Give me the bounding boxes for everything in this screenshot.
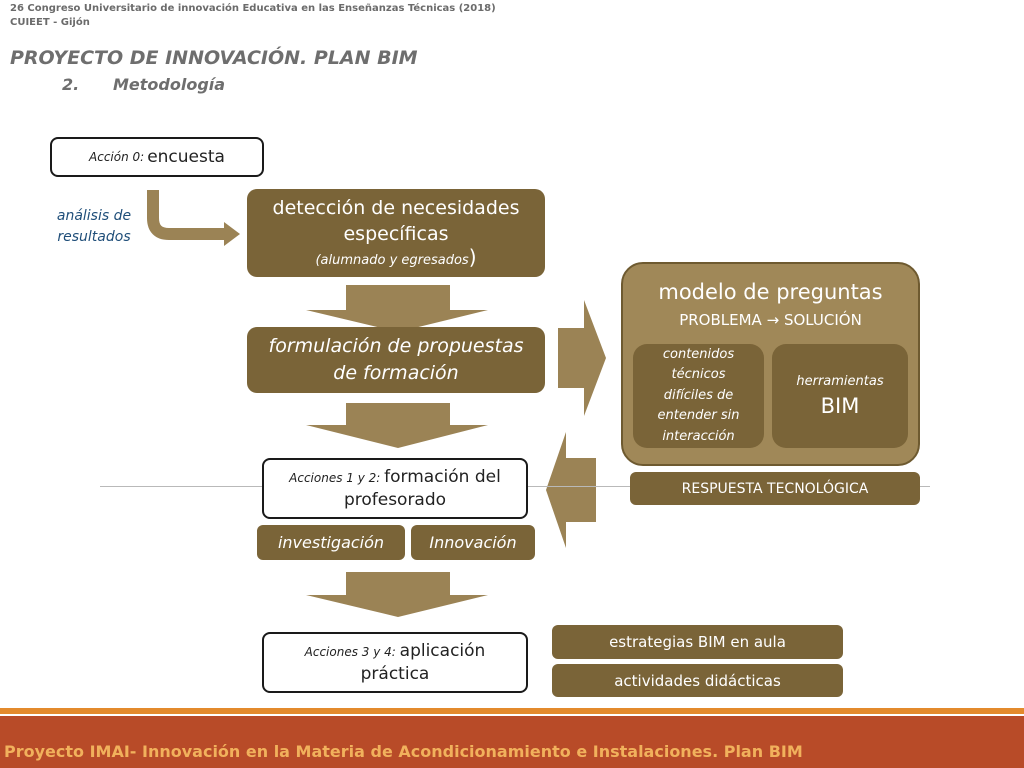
model-subtitle-left: PROBLEMA xyxy=(679,311,762,329)
analysis-line-1: análisis de xyxy=(56,208,132,224)
acciones-1-2-main-2: profesorado xyxy=(343,490,447,510)
formulacion-box: formulación de propuestas de formación xyxy=(247,327,545,393)
estrategias-box: estrategias BIM en aula xyxy=(552,625,843,659)
herramientas-box: herramientas BIM xyxy=(772,344,908,448)
right-arrow xyxy=(558,300,606,416)
model-title: modelo de preguntas xyxy=(658,280,883,304)
left-arrow xyxy=(546,432,596,548)
model-subtitle-right: SOLUCIÓN xyxy=(783,311,862,329)
model-subtitle: PROBLEMA → SOLUCIÓN xyxy=(623,311,918,329)
actividades-box: actividades didácticas xyxy=(552,664,843,697)
acciones-1-2-line-1: Acciones 1 y 2: formación del xyxy=(289,466,501,489)
footer-accent-line xyxy=(0,708,1024,714)
arrow-right-icon: → xyxy=(766,311,780,329)
contenidos-line-3: difíciles de xyxy=(663,387,734,403)
deteccion-sub: (alumnado y egresados) xyxy=(315,247,476,271)
section-number: 2. xyxy=(62,75,80,94)
formulacion-line-2: de formación xyxy=(333,362,459,384)
curved-arrow-head xyxy=(224,222,240,246)
herramientas-label: herramientas xyxy=(796,374,884,389)
formulacion-line-1: formulación de propuestas xyxy=(268,335,524,357)
acciones-1-2-box: Acciones 1 y 2: formación del profesorad… xyxy=(262,458,528,519)
page-title: PROYECTO DE INNOVACIÓN. PLAN BIM xyxy=(10,47,418,69)
contenidos-line-2: técnicos xyxy=(671,367,726,383)
contenidos-box: contenidos técnicos difíciles de entende… xyxy=(633,344,764,448)
acciones-1-2-main-1: formación del xyxy=(384,467,501,487)
analysis-line-2: resultados xyxy=(57,229,131,245)
contenidos-line-5: interacción xyxy=(662,428,735,444)
down-arrow-1 xyxy=(306,285,488,332)
deteccion-line-1: detección de necesidades xyxy=(272,197,520,219)
section-title: Metodología xyxy=(113,75,226,94)
respuesta-tecnologica-box: RESPUESTA TECNOLÓGICA xyxy=(630,472,920,505)
accion-0-box: Acción 0: encuesta xyxy=(50,137,264,177)
deteccion-box: detección de necesidades específicas (al… xyxy=(247,189,545,277)
contenidos-line-4: entender sin xyxy=(657,408,740,424)
acciones-1-2-prefix: Acciones 1 y 2: xyxy=(289,471,385,485)
down-arrow-3 xyxy=(306,572,488,617)
footer-bar xyxy=(0,716,1024,768)
down-arrow-2 xyxy=(306,403,488,448)
analysis-label: análisis de resultados xyxy=(44,206,144,248)
acciones-3-4-line-1: Acciones 3 y 4: aplicación xyxy=(305,640,486,663)
acciones-3-4-prefix: Acciones 3 y 4: xyxy=(304,645,400,659)
congress-location: CUIEET - Gijón xyxy=(10,17,90,28)
contenidos-line-1: contenidos xyxy=(662,346,735,362)
accion-0-label: encuesta xyxy=(147,147,225,167)
footer-text: Proyecto IMAI- Innovación en la Materia … xyxy=(4,742,803,761)
bim-label: BIM xyxy=(820,394,860,418)
deteccion-line-2: específicas xyxy=(343,223,449,245)
acciones-3-4-main-1: aplicación xyxy=(399,641,486,661)
congress-title: 26 Congreso Universitario de innovación … xyxy=(10,3,496,14)
acciones-3-4-box: Acciones 3 y 4: aplicación práctica xyxy=(262,632,528,693)
deteccion-sub-text: (alumnado y egresados xyxy=(315,253,469,268)
accion-0-prefix: Acción 0: xyxy=(89,150,145,164)
innovacion-box: Innovación xyxy=(411,525,535,560)
curved-arrow xyxy=(147,190,224,240)
investigacion-box: investigación xyxy=(257,525,405,560)
acciones-3-4-main-2: práctica xyxy=(360,664,430,684)
model-panel: modelo de preguntas PROBLEMA → SOLUCIÓN … xyxy=(621,262,920,466)
deteccion-paren: ) xyxy=(468,245,477,269)
